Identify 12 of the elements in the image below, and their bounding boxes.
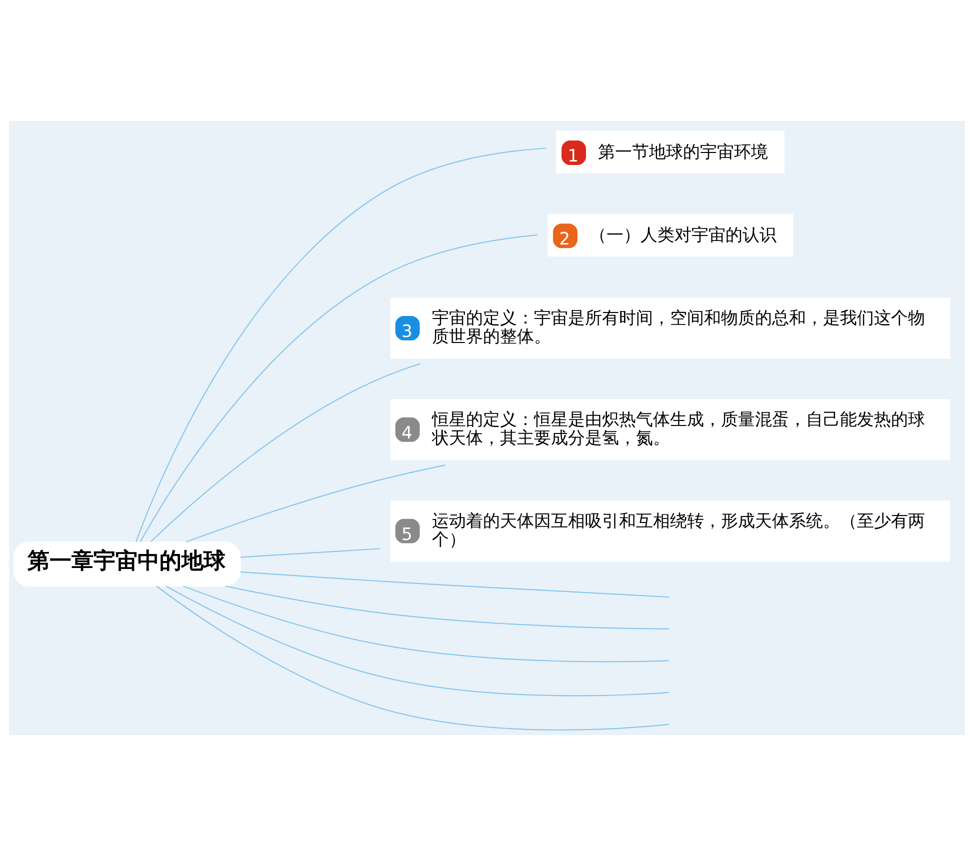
node-box: 5 运动着的天体因互相吸引和互相绕转，形成天体系统。（至少有两个） (390, 500, 950, 562)
connector (224, 586, 669, 630)
node-box: 第一章宇宙中的地球 (12, 541, 240, 587)
node-box: 4 恒星的定义：恒星是由炽热气体生成，质量混蛋，自己能发热的球状天体，其主要成分是氢，氮。 (390, 399, 950, 460)
connector (182, 586, 669, 662)
connector (239, 571, 669, 598)
connector (239, 548, 380, 558)
node-box: 1 第一节地球的宇宙环境 (556, 130, 784, 174)
connector (165, 586, 669, 696)
node-box: 2 （一）人类对宇宙的认识 (547, 214, 793, 257)
connector (156, 586, 669, 730)
node-box: 3 宇宙的定义：宇宙是所有时间，空间和物质的总和，是我们这个物质世界的整体。 (390, 298, 950, 359)
